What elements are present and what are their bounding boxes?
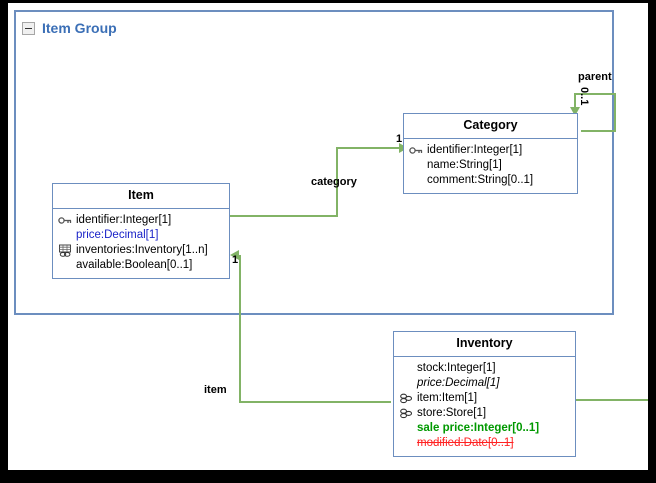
assoc-parent-multiplicity: 0..1	[578, 87, 590, 106]
no-icon-spacer	[58, 259, 73, 272]
assoc-parent-segment-v-left	[574, 93, 576, 110]
assoc-category-segment-h1	[230, 215, 338, 217]
attribute-text: item:Item[1]	[417, 391, 478, 404]
attribute-text: inventories:Inventory[1..n]	[76, 243, 208, 256]
assoc-category-segment-h2	[336, 147, 401, 149]
attribute-text: price:Decimal[1]	[417, 376, 500, 389]
package-title: Item Group	[42, 20, 117, 36]
attribute-row: price:Decimal[1]	[399, 376, 570, 391]
attribute-text: identifier:Integer[1]	[427, 143, 523, 156]
no-icon-spacer	[409, 174, 424, 187]
attribute-row: modified:Date[0..1]	[399, 436, 570, 451]
assoc-parent-segment-h-bottom	[581, 130, 616, 132]
class-category-name: Category	[404, 114, 577, 139]
class-item-name: Item	[53, 184, 229, 209]
attribute-text: available:Boolean[0..1]	[76, 258, 193, 271]
assoc-item-segment-h	[239, 401, 391, 403]
table-link-icon	[58, 244, 73, 257]
assoc-category-multiplicity: 1	[396, 133, 403, 145]
class-inventory-name: Inventory	[394, 332, 575, 357]
class-category[interactable]: Category identifier:Integer[1] name:Stri…	[403, 113, 578, 194]
no-icon-spacer	[409, 159, 424, 172]
assoc-item-segment-v	[239, 255, 241, 403]
attribute-row: available:Boolean[0..1]	[58, 258, 224, 273]
attribute-row: name:String[1]	[409, 158, 572, 173]
no-icon-spacer	[399, 377, 414, 390]
attribute-text: price:Decimal[1]	[76, 228, 159, 241]
package-item-group[interactable]	[14, 10, 614, 315]
diagram-canvas: Item Group category 1 parent 0..1 item 1…	[8, 3, 648, 470]
package-header: Item Group	[22, 20, 117, 36]
attribute-row: store:Store[1]	[399, 406, 570, 421]
attribute-text: identifier:Integer[1]	[76, 213, 172, 226]
assoc-parent-segment-h-top	[574, 93, 616, 95]
no-icon-spacer	[58, 229, 73, 242]
assoc-parent-segment-v-right	[614, 93, 616, 132]
no-icon-spacer	[399, 422, 414, 435]
assoc-category-segment-v	[336, 147, 338, 217]
no-icon-spacer	[399, 437, 414, 450]
assoc-parent-label: parent	[578, 71, 612, 83]
assoc-category-label: category	[311, 176, 357, 188]
assoc-parent-arrowhead	[570, 107, 580, 116]
attribute-text: store:Store[1]	[417, 406, 487, 419]
no-icon-spacer	[399, 362, 414, 375]
attribute-row: item:Item[1]	[399, 391, 570, 406]
link-icon	[399, 392, 414, 405]
attribute-text: modified:Date[0..1]	[417, 436, 514, 449]
class-inventory[interactable]: Inventory stock:Integer[1] price:Decimal…	[393, 331, 576, 457]
assoc-item-multiplicity: 1	[232, 254, 239, 266]
attribute-row: stock:Integer[1]	[399, 361, 570, 376]
key-icon	[409, 144, 424, 157]
attribute-row: identifier:Integer[1]	[58, 213, 224, 228]
class-inventory-attributes: stock:Integer[1] price:Decimal[1] item:I…	[394, 356, 575, 456]
attribute-row: sale price:Integer[0..1]	[399, 421, 570, 436]
assoc-store-segment-h	[576, 399, 648, 401]
attribute-text: stock:Integer[1]	[417, 361, 496, 374]
assoc-item-label: item	[204, 384, 227, 396]
attribute-row: price:Decimal[1]	[58, 228, 224, 243]
key-icon	[58, 214, 73, 227]
link-icon	[399, 407, 414, 420]
minus-box-icon[interactable]	[22, 21, 35, 35]
attribute-text: name:String[1]	[427, 158, 502, 171]
class-category-attributes: identifier:Integer[1] name:String[1] com…	[404, 138, 577, 193]
attribute-text: sale price:Integer[0..1]	[417, 421, 540, 434]
attribute-row: comment:String[0..1]	[409, 173, 572, 188]
attribute-row: inventories:Inventory[1..n]	[58, 243, 224, 258]
class-item-attributes: identifier:Integer[1] price:Decimal[1] i…	[53, 208, 229, 278]
attribute-text: comment:String[0..1]	[427, 173, 534, 186]
attribute-row: identifier:Integer[1]	[409, 143, 572, 158]
class-item[interactable]: Item identifier:Integer[1] price:Decimal…	[52, 183, 230, 279]
assoc-item-arrowhead	[230, 250, 239, 260]
